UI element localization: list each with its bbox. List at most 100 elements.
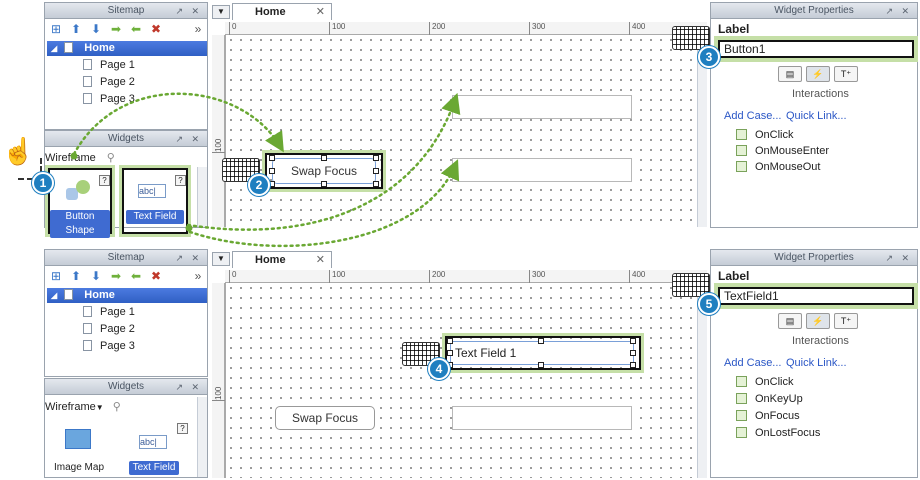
- move-up-icon[interactable]: ⬆: [70, 269, 82, 283]
- button-shape-icon: [66, 180, 94, 202]
- resize-handle[interactable]: [269, 168, 275, 174]
- delete-page-icon[interactable]: ✖: [150, 22, 162, 36]
- resize-handle[interactable]: [373, 155, 379, 161]
- move-down-icon[interactable]: ⬇: [90, 269, 102, 283]
- resize-handle[interactable]: [630, 338, 636, 344]
- close-icon[interactable]: ✕: [191, 382, 199, 392]
- tree-home[interactable]: ◢ Home: [47, 288, 207, 303]
- help-icon[interactable]: ?: [99, 175, 110, 186]
- canvas-text-field-2[interactable]: [452, 406, 632, 430]
- label-input[interactable]: Button1: [718, 40, 914, 58]
- help-icon[interactable]: ?: [175, 175, 186, 186]
- top-canvas[interactable]: [225, 35, 695, 227]
- tree-page-3[interactable]: Page 3: [83, 339, 135, 354]
- search-icon[interactable]: ⚲: [112, 401, 121, 413]
- delete-page-icon[interactable]: ✖: [150, 269, 162, 283]
- event-onmouseenter[interactable]: OnMouseEnter: [736, 145, 829, 157]
- canvas-text-field-2[interactable]: [452, 158, 632, 182]
- canvas-text-field-1[interactable]: [452, 95, 632, 119]
- resize-handle[interactable]: [447, 338, 453, 344]
- interactions-tab-icon[interactable]: ⚡: [806, 66, 830, 82]
- page-icon: [64, 42, 74, 53]
- add-case-link[interactable]: Add Case...: [724, 357, 782, 369]
- event-onclick[interactable]: OnClick: [736, 376, 794, 388]
- indent-icon[interactable]: ➡: [110, 22, 122, 36]
- quick-link[interactable]: Quick Link...: [786, 110, 847, 122]
- tree-home[interactable]: ◢ Home: [47, 41, 207, 56]
- move-up-icon[interactable]: ⬆: [70, 22, 82, 36]
- outdent-icon[interactable]: ⬅: [130, 269, 142, 283]
- canvas-scrollbar[interactable]: [697, 283, 707, 478]
- tab-menu-button[interactable]: ▼: [212, 5, 230, 19]
- widget-text-field[interactable]: Text Field: [126, 210, 184, 224]
- widgets-scrollbar[interactable]: [197, 397, 207, 477]
- format-tab-icon[interactable]: T⁺: [834, 66, 858, 82]
- add-page-icon[interactable]: ⊞: [50, 22, 62, 36]
- event-onclick[interactable]: OnClick: [736, 129, 794, 141]
- quick-link[interactable]: Quick Link...: [786, 357, 847, 369]
- format-tab-icon[interactable]: T⁺: [834, 313, 858, 329]
- search-icon[interactable]: ⚲: [106, 152, 115, 164]
- outdent-icon[interactable]: ⬅: [130, 22, 142, 36]
- widget-library-select[interactable]: Wireframe ⚲: [45, 152, 115, 164]
- more-icon[interactable]: »: [194, 22, 202, 36]
- widget-library-select[interactable]: Wireframe▼ ⚲: [45, 401, 121, 413]
- tab-menu-button[interactable]: ▼: [212, 252, 230, 266]
- close-icon[interactable]: ✕: [901, 6, 909, 16]
- resize-handle[interactable]: [538, 362, 544, 368]
- add-page-icon[interactable]: ⊞: [50, 269, 62, 283]
- add-case-link[interactable]: Add Case...: [724, 110, 782, 122]
- resize-handle[interactable]: [538, 338, 544, 344]
- event-onlostfocus[interactable]: OnLostFocus: [736, 427, 820, 439]
- event-onmouseout[interactable]: OnMouseOut: [736, 161, 820, 173]
- close-icon[interactable]: ✕: [191, 134, 199, 144]
- tree-page-3[interactable]: Page 3: [83, 92, 135, 107]
- tab-home[interactable]: Home ✕: [232, 251, 332, 268]
- event-icon: [736, 145, 747, 156]
- undock-icon[interactable]: ↗: [885, 253, 893, 263]
- tab-home[interactable]: Home ✕: [232, 3, 332, 20]
- event-onkeyup[interactable]: OnKeyUp: [736, 393, 803, 405]
- close-icon[interactable]: ✕: [901, 253, 909, 263]
- tree-page-1[interactable]: Page 1: [83, 305, 135, 320]
- resize-handle[interactable]: [269, 155, 275, 161]
- resize-handle[interactable]: [321, 155, 327, 161]
- resize-handle[interactable]: [630, 350, 636, 356]
- canvas-scrollbar[interactable]: [697, 35, 707, 227]
- notes-tab-icon[interactable]: ▤: [778, 66, 802, 82]
- indent-icon[interactable]: ➡: [110, 269, 122, 283]
- canvas-text-field-1[interactable]: Text Field 1: [450, 341, 634, 365]
- tree-page-1[interactable]: Page 1: [83, 58, 135, 73]
- widget-text-field[interactable]: Text Field: [129, 461, 179, 475]
- undock-icon[interactable]: ↗: [885, 6, 893, 16]
- resize-handle[interactable]: [373, 181, 379, 187]
- close-icon[interactable]: ✕: [191, 6, 199, 16]
- label-input[interactable]: TextField1: [718, 287, 914, 305]
- undock-icon[interactable]: ↗: [175, 382, 183, 392]
- bottom-canvas[interactable]: [225, 283, 695, 478]
- resize-handle[interactable]: [447, 350, 453, 356]
- interactions-tab-icon[interactable]: ⚡: [806, 313, 830, 329]
- widgets-scrollbar[interactable]: [197, 167, 207, 227]
- tree-page-2[interactable]: Page 2: [83, 322, 135, 337]
- event-onfocus[interactable]: OnFocus: [736, 410, 800, 422]
- help-icon[interactable]: ?: [177, 423, 188, 434]
- tree-page-2[interactable]: Page 2: [83, 75, 135, 90]
- resize-handle[interactable]: [321, 181, 327, 187]
- move-down-icon[interactable]: ⬇: [90, 22, 102, 36]
- more-icon[interactable]: »: [194, 269, 202, 283]
- widget-image-map[interactable]: Image Map: [53, 462, 105, 473]
- top-sitemap-panel: Sitemap ↗ ✕ ⊞ ⬆ ⬇ ➡ ⬅ ✖ » ◢ Home Page 1 …: [44, 2, 208, 130]
- undock-icon[interactable]: ↗: [175, 6, 183, 16]
- canvas-swap-focus-button[interactable]: Swap Focus: [275, 406, 375, 430]
- close-tab-icon[interactable]: ✕: [315, 6, 325, 18]
- undock-icon[interactable]: ↗: [175, 253, 183, 263]
- keyboard-icon: [672, 273, 710, 297]
- resize-handle[interactable]: [373, 168, 379, 174]
- close-tab-icon[interactable]: ✕: [315, 254, 325, 266]
- notes-tab-icon[interactable]: ▤: [778, 313, 802, 329]
- widget-button-shape[interactable]: Button Shape: [50, 210, 110, 238]
- undock-icon[interactable]: ↗: [175, 134, 183, 144]
- close-icon[interactable]: ✕: [191, 253, 199, 263]
- resize-handle[interactable]: [630, 362, 636, 368]
